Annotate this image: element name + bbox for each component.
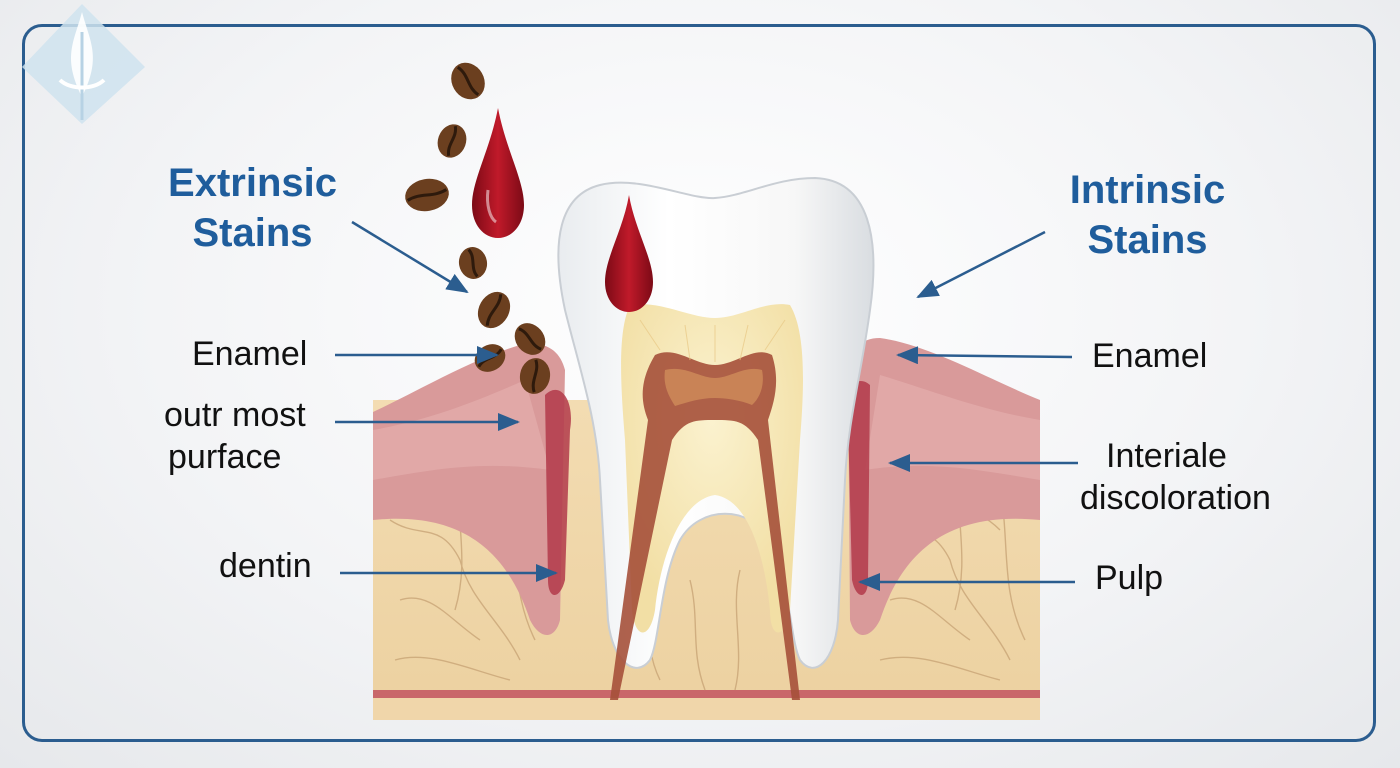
label-dentin: dentin: [219, 547, 312, 585]
coffee-bean-icon: [477, 291, 511, 329]
arrow-extrinsic: [351, 220, 469, 294]
coffee-bean-icon: [405, 178, 449, 212]
coffee-beans: [405, 62, 551, 394]
stain-drop-icon: [472, 108, 524, 238]
coffee-bean-icon: [437, 124, 467, 158]
coffee-bean-icon: [519, 358, 551, 394]
heading-extrinsic-line2: Stains: [192, 211, 313, 255]
label-outermost-line2: purface: [168, 438, 282, 476]
label-interiale-line1: Interiale: [1106, 437, 1227, 475]
stain-drop-icon: [605, 195, 653, 312]
label-enamel-right: Enamel: [1092, 337, 1208, 375]
coffee-bean-icon: [451, 62, 485, 100]
heading-intrinsic: Intrinsic Stains: [1045, 165, 1250, 265]
heading-intrinsic-line2: Stains: [1087, 218, 1208, 262]
arrow-enamel-right: [896, 346, 1073, 365]
label-outermost-line1: outr most: [164, 396, 306, 434]
coffee-bean-icon: [458, 247, 488, 279]
arrow-intrinsic: [916, 230, 1046, 299]
label-enamel-left: Enamel: [192, 335, 308, 373]
logo-icon: [22, 4, 145, 124]
label-interiale-line2: discoloration: [1080, 479, 1271, 517]
heading-extrinsic: Extrinsic Stains: [150, 158, 355, 258]
coffee-bean-icon: [514, 323, 546, 355]
diagram-frame: [22, 24, 1376, 742]
heading-intrinsic-line1: Intrinsic: [1069, 168, 1226, 212]
heading-extrinsic-line1: Extrinsic: [168, 161, 337, 205]
pulp-chamber: [610, 352, 800, 700]
label-pulp: Pulp: [1095, 559, 1164, 597]
